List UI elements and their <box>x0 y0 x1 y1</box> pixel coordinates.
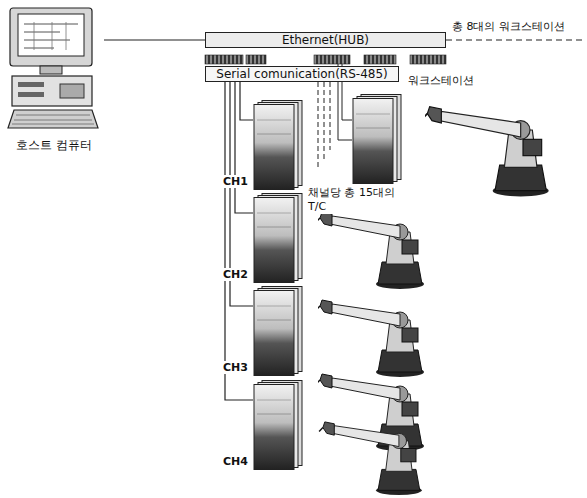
dashed-wire <box>318 82 330 168</box>
connector-line <box>104 40 205 41</box>
connector-line <box>225 82 253 400</box>
computer-illustration <box>8 8 98 128</box>
host-label: 호스트 컴퓨터 <box>4 137 104 154</box>
workstation-label: 워크스테이션 <box>408 74 474 88</box>
controller-cabinet: CH3 <box>253 290 295 376</box>
bus-label: Ethernet(HUB) <box>282 33 369 47</box>
controller-cabinet: CH2 <box>253 197 295 283</box>
serial-bus: Serial comunication(RS-485) <box>205 66 399 82</box>
channel-label: CH1 <box>222 175 249 188</box>
connector-line <box>240 82 253 120</box>
dashed-link <box>446 39 585 40</box>
channel-label: CH4 <box>222 455 249 468</box>
ethernet-hub: Ethernet(HUB) <box>205 32 446 48</box>
connector-line <box>235 82 253 213</box>
controller-cabinet: CH4 <box>253 384 295 470</box>
controller-cabinet: CH1 <box>253 104 295 190</box>
bus-label: Serial comunication(RS-485) <box>216 67 387 81</box>
channel-label: CH3 <box>222 361 249 374</box>
network-note: 총 8대의 워크스테이션 <box>452 20 565 34</box>
channel-label: CH2 <box>222 268 249 281</box>
port-block <box>205 55 446 64</box>
robot-illustration <box>316 107 549 495</box>
channel-note: 채널당 총 15대의 T/C <box>308 186 400 214</box>
host-computer: 호스트 컴퓨터 <box>4 4 104 154</box>
